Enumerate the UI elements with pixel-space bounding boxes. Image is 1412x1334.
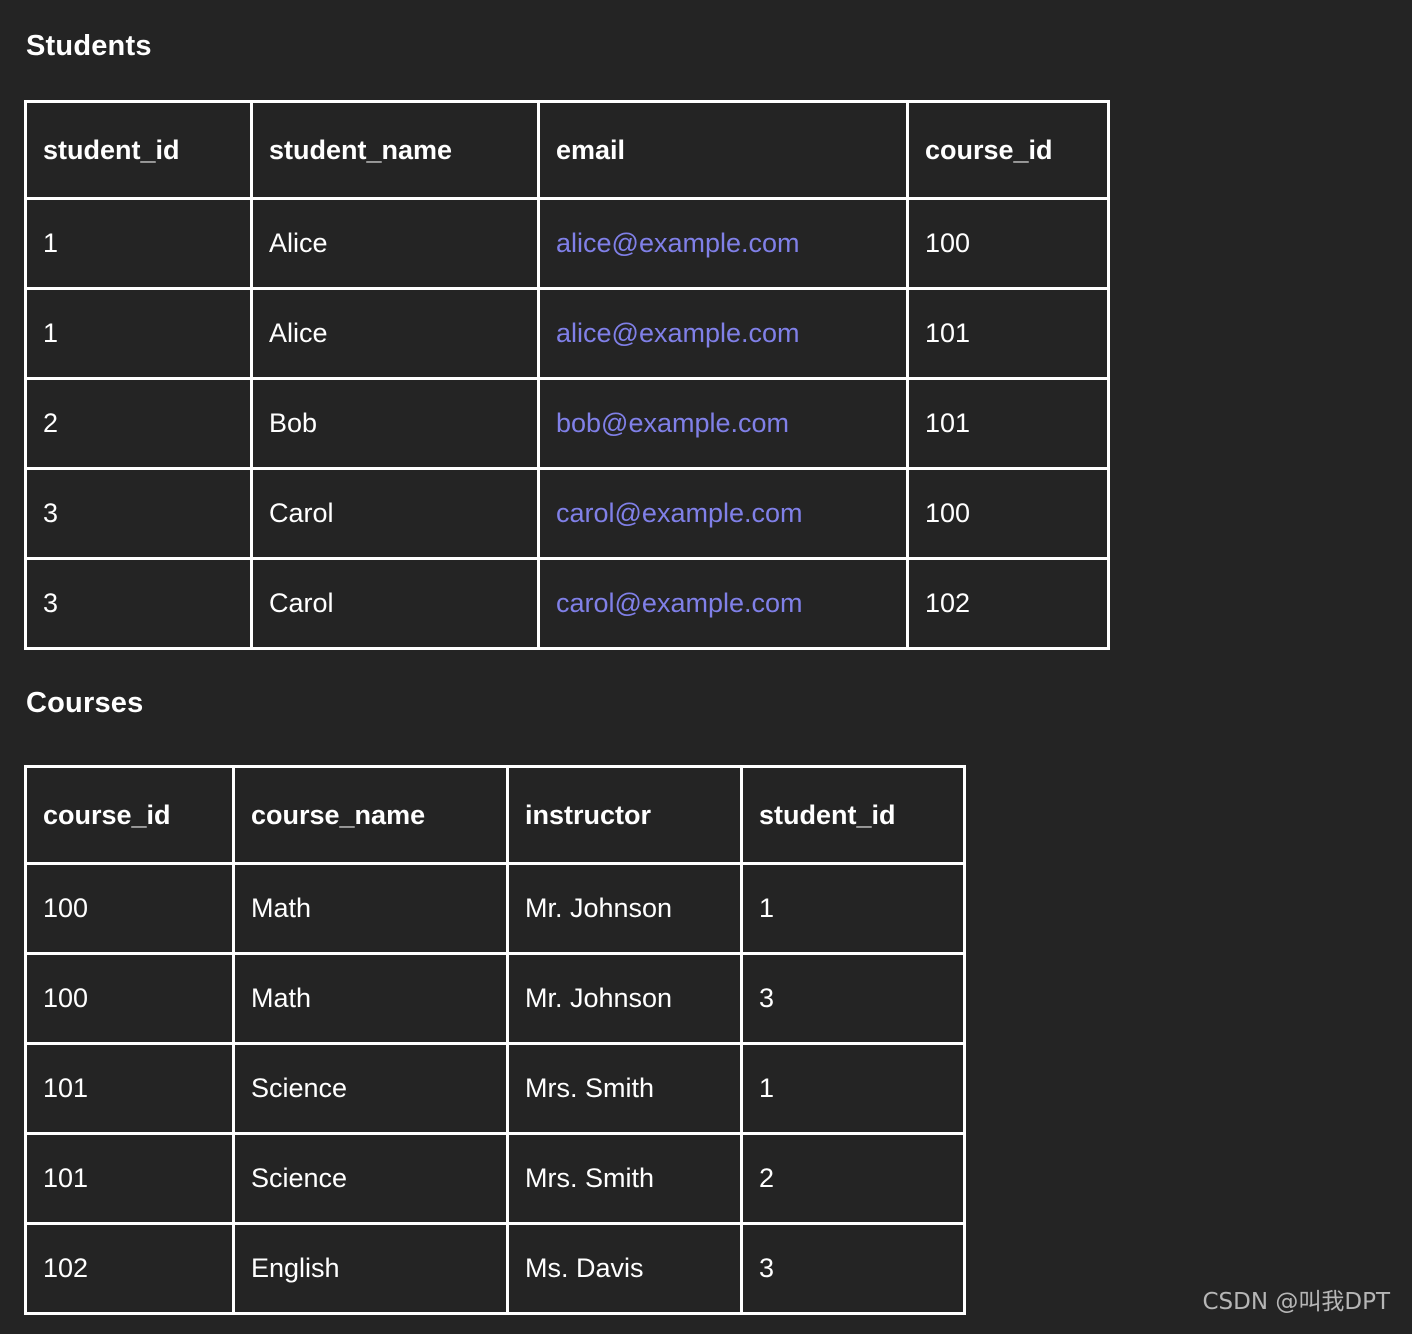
courses-section-title: Courses [26, 687, 144, 719]
table-row: 100 Math Mr. Johnson 1 [24, 862, 966, 955]
cell-course-name: Science [232, 1042, 509, 1135]
courses-table-body: 100 Math Mr. Johnson 1 100 Math Mr. John… [24, 862, 966, 1315]
cell-email: bob@example.com [537, 377, 909, 470]
cell-course-id: 101 [906, 377, 1110, 470]
cell-course-id: 101 [24, 1042, 235, 1135]
cell-student-name: Carol [250, 467, 540, 560]
cell-instructor: Ms. Davis [506, 1222, 743, 1315]
table-header-row: student_id student_name email course_id [24, 100, 1110, 200]
cell-student-id: 1 [24, 287, 253, 380]
cell-course-name: Math [232, 952, 509, 1045]
table-row: 102 English Ms. Davis 3 [24, 1222, 966, 1315]
table-row: 101 Science Mrs. Smith 1 [24, 1042, 966, 1135]
table-row: 100 Math Mr. Johnson 3 [24, 952, 966, 1045]
table-row: 3 Carol carol@example.com 100 [24, 467, 1110, 560]
courses-table-head: course_id course_name instructor student… [24, 765, 966, 865]
email-link[interactable]: carol@example.com [556, 498, 803, 528]
column-header-student-id: student_id [24, 100, 253, 200]
cell-course-name: English [232, 1222, 509, 1315]
cell-instructor: Mr. Johnson [506, 952, 743, 1045]
cell-student-id: 2 [24, 377, 253, 470]
table-row: 101 Science Mrs. Smith 2 [24, 1132, 966, 1225]
cell-course-id: 100 [24, 862, 235, 955]
table-row: 1 Alice alice@example.com 100 [24, 197, 1110, 290]
table-row: 2 Bob bob@example.com 101 [24, 377, 1110, 470]
column-header-email: email [537, 100, 909, 200]
column-header-student-id: student_id [740, 765, 966, 865]
cell-student-name: Alice [250, 197, 540, 290]
cell-student-id: 3 [740, 1222, 966, 1315]
cell-student-id: 3 [740, 952, 966, 1045]
students-table-head: student_id student_name email course_id [24, 100, 1110, 200]
email-link[interactable]: alice@example.com [556, 318, 800, 348]
cell-course-name: Math [232, 862, 509, 955]
students-table: student_id student_name email course_id … [24, 100, 1110, 650]
cell-student-id: 1 [740, 862, 966, 955]
cell-course-id: 100 [24, 952, 235, 1045]
cell-course-id: 101 [906, 287, 1110, 380]
table-row: 1 Alice alice@example.com 101 [24, 287, 1110, 380]
cell-instructor: Mrs. Smith [506, 1042, 743, 1135]
cell-instructor: Mr. Johnson [506, 862, 743, 955]
column-header-student-name: student_name [250, 100, 540, 200]
cell-course-id: 100 [906, 467, 1110, 560]
cell-email: carol@example.com [537, 467, 909, 560]
cell-student-name: Bob [250, 377, 540, 470]
cell-student-id: 1 [740, 1042, 966, 1135]
csdn-watermark: CSDN @叫我DPT [1202, 1289, 1390, 1315]
column-header-course-name: course_name [232, 765, 509, 865]
cell-student-name: Carol [250, 557, 540, 650]
cell-student-id: 2 [740, 1132, 966, 1225]
cell-student-id: 3 [24, 467, 253, 560]
cell-course-id: 102 [906, 557, 1110, 650]
email-link[interactable]: bob@example.com [556, 408, 790, 438]
email-link[interactable]: carol@example.com [556, 588, 803, 618]
students-table-body: 1 Alice alice@example.com 100 1 Alice al… [24, 197, 1110, 650]
cell-email: alice@example.com [537, 287, 909, 380]
cell-course-name: Science [232, 1132, 509, 1225]
email-link[interactable]: alice@example.com [556, 228, 800, 258]
cell-course-id: 102 [24, 1222, 235, 1315]
cell-instructor: Mrs. Smith [506, 1132, 743, 1225]
students-section-title: Students [26, 30, 152, 62]
column-header-instructor: instructor [506, 765, 743, 865]
table-header-row: course_id course_name instructor student… [24, 765, 966, 865]
cell-student-id: 3 [24, 557, 253, 650]
table-row: 3 Carol carol@example.com 102 [24, 557, 1110, 650]
column-header-course-id: course_id [24, 765, 235, 865]
cell-email: carol@example.com [537, 557, 909, 650]
cell-course-id: 101 [24, 1132, 235, 1225]
cell-email: alice@example.com [537, 197, 909, 290]
cell-student-name: Alice [250, 287, 540, 380]
column-header-course-id: course_id [906, 100, 1110, 200]
courses-table: course_id course_name instructor student… [24, 765, 966, 1315]
cell-course-id: 100 [906, 197, 1110, 290]
cell-student-id: 1 [24, 197, 253, 290]
